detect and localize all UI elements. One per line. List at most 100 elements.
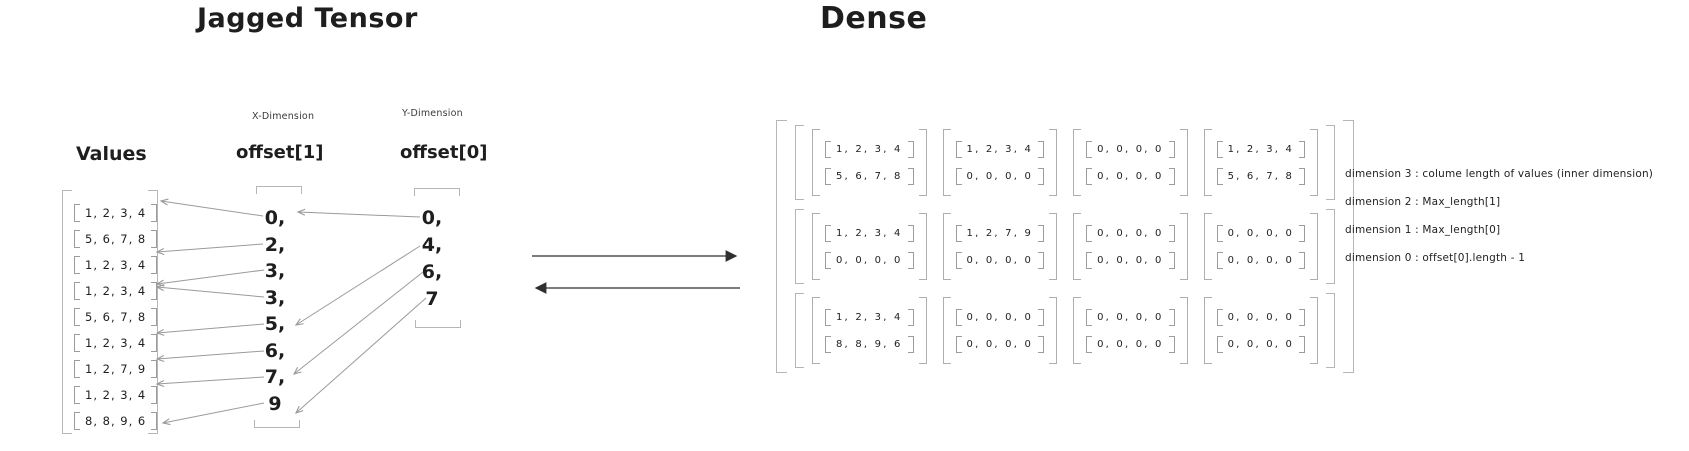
- bracket-right: [151, 308, 158, 326]
- bracket-left: [74, 230, 80, 248]
- dense-cell-row: 0, 0, 0, 0: [1097, 311, 1164, 323]
- bracket-left: [74, 334, 80, 352]
- bracket-left: [955, 224, 962, 242]
- offset1-value: 3,: [264, 260, 286, 282]
- row-bracket-right: [1326, 125, 1336, 200]
- bracket-right: [918, 129, 927, 196]
- bracket-right: [1168, 167, 1175, 185]
- bracket-right: [907, 335, 914, 353]
- bracket-left: [955, 167, 962, 185]
- bracket-left: [74, 412, 80, 430]
- dense-cell-row: 1, 2, 3, 4: [966, 143, 1034, 155]
- dense-cell-row: 0, 0, 0, 0: [966, 254, 1034, 266]
- values-bracket-right: [148, 190, 158, 434]
- bracket-right: [1310, 213, 1319, 280]
- bracket-left: [825, 167, 831, 185]
- dense-cell-row: 8, 8, 9, 6: [836, 338, 903, 350]
- row-bracket-left: [795, 125, 804, 200]
- dense-cell-row: 5, 6, 7, 8: [1227, 170, 1295, 182]
- bracket-left: [955, 335, 962, 353]
- dense-outer-bracket-right: [1343, 120, 1355, 373]
- bracket-left: [955, 140, 962, 158]
- bracket-left: [1073, 129, 1082, 196]
- bracket-right: [1168, 140, 1175, 158]
- bracket-right: [1168, 308, 1175, 326]
- offset1-value: 3,: [264, 286, 286, 309]
- bracket-right: [1299, 308, 1306, 326]
- bracket-right: [1049, 213, 1058, 280]
- bracket-right: [1038, 140, 1045, 158]
- bracket-right: [151, 334, 158, 352]
- offset0-bracket-top: [414, 188, 460, 196]
- values-row: 1, 2, 3, 4: [74, 252, 158, 278]
- dense-cell-row: 1, 2, 3, 4: [836, 227, 903, 239]
- dense-cell-row: 0, 0, 0, 0: [1227, 227, 1295, 239]
- bracket-left: [1086, 224, 1093, 242]
- bracket-right: [1299, 167, 1306, 185]
- values-row-text: 1, 2, 3, 4: [85, 336, 147, 350]
- values-row: 1, 2, 7, 9: [74, 356, 158, 382]
- bracket-left: [1203, 129, 1212, 196]
- bracket-right: [1038, 251, 1045, 269]
- values-label: Values: [76, 143, 147, 165]
- dense-cell-row: 0, 0, 0, 0: [966, 338, 1034, 350]
- bracket-left: [1216, 167, 1223, 185]
- dense-cell-row: 1, 2, 3, 4: [836, 143, 903, 155]
- arrow-offset1-5-to-values: [155, 323, 265, 336]
- bracket-left: [74, 282, 80, 300]
- arrow-offset0-6-to-offset1: [292, 271, 424, 375]
- bracket-left: [955, 308, 962, 326]
- dense-cell-row: 0, 0, 0, 0: [1097, 254, 1164, 266]
- bracket-left: [942, 213, 951, 280]
- bracket-right: [907, 140, 914, 158]
- bracket-right: [1168, 335, 1175, 353]
- bracket-left: [1086, 335, 1093, 353]
- bracket-left: [1086, 308, 1093, 326]
- values-row: 5, 6, 7, 8: [74, 304, 158, 330]
- arrow-offset1-3b-to-values: [155, 284, 265, 298]
- values-row: 1, 2, 3, 4: [74, 200, 158, 226]
- values-row-text: 1, 2, 3, 4: [85, 206, 147, 220]
- x-dimension-label: X-Dimension: [252, 111, 315, 122]
- offset0-array: 0, 4, 6, 7: [408, 205, 456, 313]
- bracket-left: [955, 251, 962, 269]
- bracket-left: [1086, 251, 1093, 269]
- values-row-text: 1, 2, 3, 4: [85, 388, 147, 402]
- bracket-right: [918, 213, 927, 280]
- dense-block: 1, 2, 3, 4 8, 8, 9, 6: [812, 297, 927, 364]
- dense-cell-row: 0, 0, 0, 0: [1097, 338, 1164, 350]
- bracket-left: [1216, 224, 1223, 242]
- values-bracket-left: [62, 190, 72, 434]
- values-row: 8, 8, 9, 6: [74, 408, 158, 434]
- bracket-left: [825, 140, 831, 158]
- dense-title: Dense: [820, 1, 928, 36]
- bracket-right: [1038, 308, 1045, 326]
- jagged-tensor-title: Jagged Tensor: [197, 3, 418, 34]
- dense-cell-row: 1, 2, 7, 9: [966, 227, 1034, 239]
- bracket-right: [907, 224, 914, 242]
- values-row-text: 8, 8, 9, 6: [85, 414, 147, 428]
- dense-cell-row: 0, 0, 0, 0: [1227, 311, 1295, 323]
- row-bracket-left: [795, 209, 804, 284]
- bracket-left: [825, 335, 831, 353]
- values-row-text: 5, 6, 7, 8: [85, 232, 147, 246]
- bracket-left: [812, 297, 820, 364]
- legend-line: dimension 3 : colume length of values (i…: [1345, 168, 1654, 180]
- bracket-right: [1299, 224, 1306, 242]
- values-row-text: 1, 2, 7, 9: [85, 362, 147, 376]
- arrow-offset1-0-to-values: [159, 198, 264, 217]
- values-row: 1, 2, 3, 4: [74, 382, 158, 408]
- bracket-right: [151, 282, 158, 300]
- dense-cell-row: 1, 2, 3, 4: [836, 311, 903, 323]
- offset1-value: 6,: [264, 339, 286, 362]
- bracket-left: [825, 224, 831, 242]
